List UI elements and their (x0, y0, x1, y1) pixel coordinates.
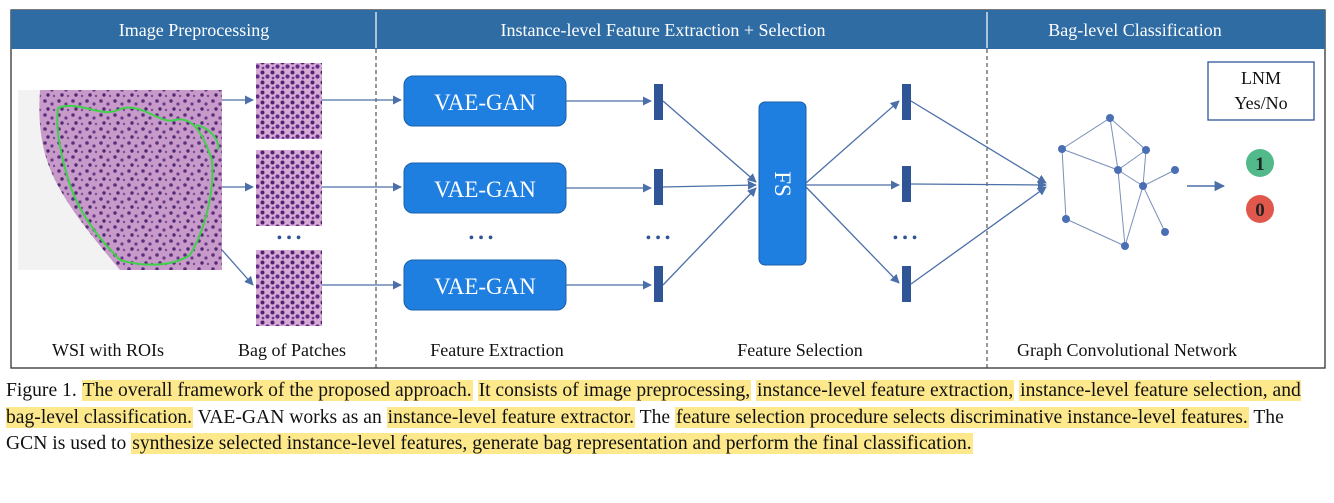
lnm-options: Yes/No (1234, 93, 1287, 113)
fs-box: FS (758, 101, 807, 266)
arrow (910, 186, 1047, 285)
vae-gan-box: VAE-GAN (403, 75, 567, 127)
class-one-badge: 1 (1246, 149, 1274, 177)
arrow (662, 187, 757, 286)
class-zero-badge: 0 (1246, 195, 1274, 223)
patch-image (256, 250, 322, 326)
feature-vector (654, 266, 663, 302)
feature-ellipsis: • • • (646, 230, 671, 247)
label-wsi: WSI with ROIs (52, 340, 164, 360)
caption-text: The (639, 406, 671, 428)
vae-gan-label: VAE-GAN (434, 274, 536, 299)
selected-feature-vector (902, 166, 911, 202)
label-feature-extraction: Feature Extraction (430, 340, 563, 360)
patch-image (256, 63, 322, 139)
vae-gan-label: VAE-GAN (434, 177, 536, 202)
vae-gan-label: VAE-GAN (434, 90, 536, 115)
selected-feature-vector (902, 84, 911, 120)
label-patches: Bag of Patches (238, 340, 346, 360)
arrow (221, 249, 254, 286)
caption-highlight: synthesize selected instance-level featu… (131, 433, 973, 454)
label-feature-selection: Feature Selection (737, 340, 862, 360)
caption-text: The GCN is used to (6, 406, 1284, 455)
header-image-preprocessing: Image Preprocessing (119, 20, 269, 40)
caption-highlight: It consists of image preprocessing, (477, 380, 752, 401)
arrow (805, 186, 900, 284)
header-bag-level: Bag-level Classification (1048, 20, 1221, 40)
caption-text: VAE-GAN works as an (197, 406, 382, 428)
label-gcn: Graph Convolutional Network (1017, 340, 1237, 360)
selected-ellipsis: • • • (893, 230, 918, 247)
vae-gan-box: VAE-GAN (403, 162, 567, 214)
arrow (910, 180, 1047, 190)
fs-label: FS (770, 171, 795, 197)
wsi-image (18, 90, 222, 270)
caption-prefix: Figure 1. (6, 380, 77, 401)
class-one-label: 1 (1255, 154, 1265, 175)
lnm-box: LNM Yes/No (1207, 61, 1315, 121)
lnm-title: LNM (1241, 68, 1281, 88)
patch-ellipsis: • • • (277, 230, 302, 247)
vae-gan-box: VAE-GAN (403, 259, 567, 311)
patch-image (256, 150, 322, 226)
caption-highlight: feature selection procedure selects disc… (675, 406, 1249, 428)
header-instance-level: Instance-level Feature Extraction + Sele… (500, 20, 825, 40)
caption-highlight: The overall framework of the proposed ap… (81, 380, 473, 401)
figure-caption: Figure 1. The overall framework of the p… (6, 378, 1328, 458)
vae-gan-ellipsis: • • • (469, 230, 494, 247)
caption-highlight: instance-level feature extraction, (756, 380, 1015, 401)
gcn-graph (1061, 117, 1176, 247)
arrow (662, 100, 757, 183)
class-zero-label: 0 (1255, 200, 1265, 221)
feature-vector (654, 169, 663, 205)
feature-vector (654, 84, 663, 120)
gcn-nodes (1058, 114, 1179, 250)
selected-feature-vector (902, 266, 911, 302)
header-bar: Image Preprocessing Instance-level Featu… (11, 10, 1325, 49)
arrow (662, 180, 757, 190)
arrow (910, 100, 1047, 184)
arrow (805, 100, 900, 184)
caption-highlight: instance-level feature extractor. (386, 406, 636, 428)
